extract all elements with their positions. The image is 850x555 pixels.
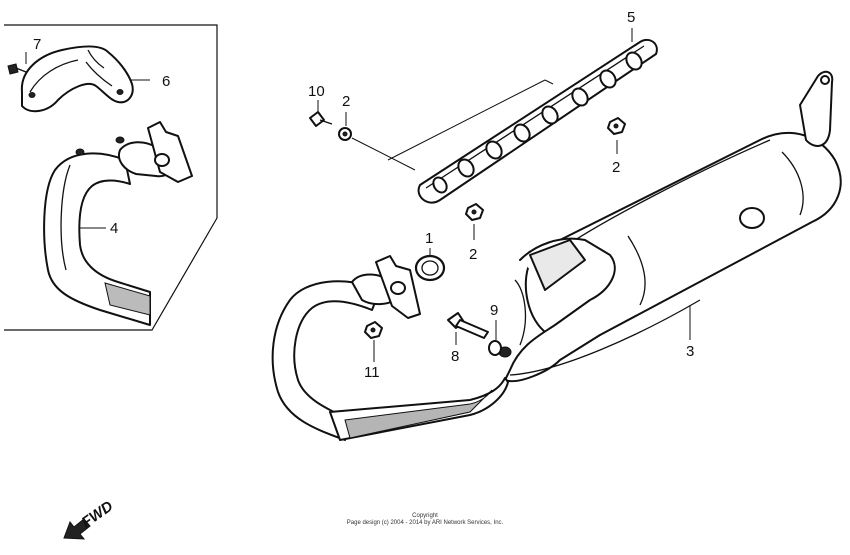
callout-3: 3 — [686, 343, 694, 360]
collar-icon — [488, 340, 502, 356]
forward-arrow-icon — [63, 518, 91, 540]
callout-4: 4 — [110, 220, 118, 237]
copyright-line-2: Page design (c) 2004 - 2014 by ARI Netwo… — [346, 520, 504, 526]
callout-11: 11 — [364, 364, 380, 381]
gasket — [414, 254, 446, 282]
bolt-icon — [309, 111, 333, 127]
inset-frame — [4, 24, 218, 331]
heat-shield-strip — [417, 38, 658, 204]
callout-9: 9 — [490, 302, 498, 319]
exhaust-pipe — [271, 255, 509, 441]
callout-10: 10 — [308, 83, 325, 100]
callout-2-washer: 2 — [342, 93, 350, 110]
callout-6: 6 — [162, 73, 170, 90]
screw-small-icon — [7, 63, 27, 75]
inset-exhaust-pipe — [43, 121, 193, 326]
callout-7: 7 — [33, 36, 41, 53]
muffler — [498, 70, 842, 383]
callout-2-nut-center: 2 — [469, 246, 477, 263]
callout-5: 5 — [627, 9, 635, 26]
copyright-notice: Copyright Page design (c) 2004 - 2014 by… — [330, 513, 520, 527]
bolt-icon — [447, 312, 489, 339]
exhaust-pipe-protector-cover — [20, 45, 134, 113]
copyright-line-1: Copyright — [412, 513, 438, 519]
callout-2-nut-right: 2 — [612, 159, 620, 176]
nut-icon — [607, 117, 626, 135]
nut-icon — [364, 321, 383, 339]
callout-8: 8 — [451, 348, 459, 365]
forward-direction-indicator: FWD — [63, 498, 117, 540]
forward-label: FWD — [79, 498, 117, 532]
nut-icon — [465, 203, 484, 221]
callout-1: 1 — [425, 230, 433, 247]
